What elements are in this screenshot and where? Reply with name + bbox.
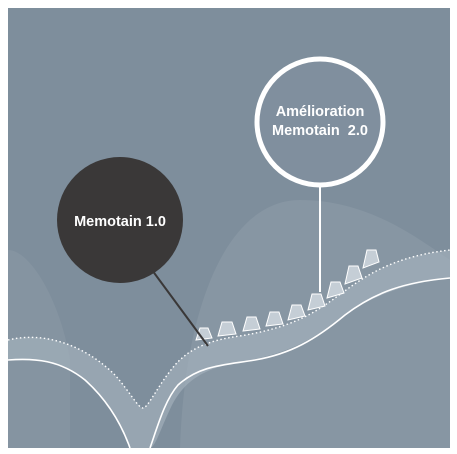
gum-outline-lower-right [149, 277, 451, 449]
memotain-1-callout: Memotain 1.0 [57, 157, 183, 283]
gum-outline-lower [7, 358, 131, 449]
retainer-wire-band [8, 250, 450, 448]
memotain-1-label: Memotain 1.0 [74, 214, 166, 230]
memotain-2-label-line1: Amélioration [276, 104, 365, 120]
memotain-1-leader [151, 269, 209, 347]
memotain-2-callout: Amélioration Memotain 2.0 [254, 56, 386, 188]
memotain-2-circle [254, 56, 386, 188]
memotain-2-label-line2: Memotain 2.0 [272, 123, 368, 139]
memotain-1-circle [57, 157, 183, 283]
